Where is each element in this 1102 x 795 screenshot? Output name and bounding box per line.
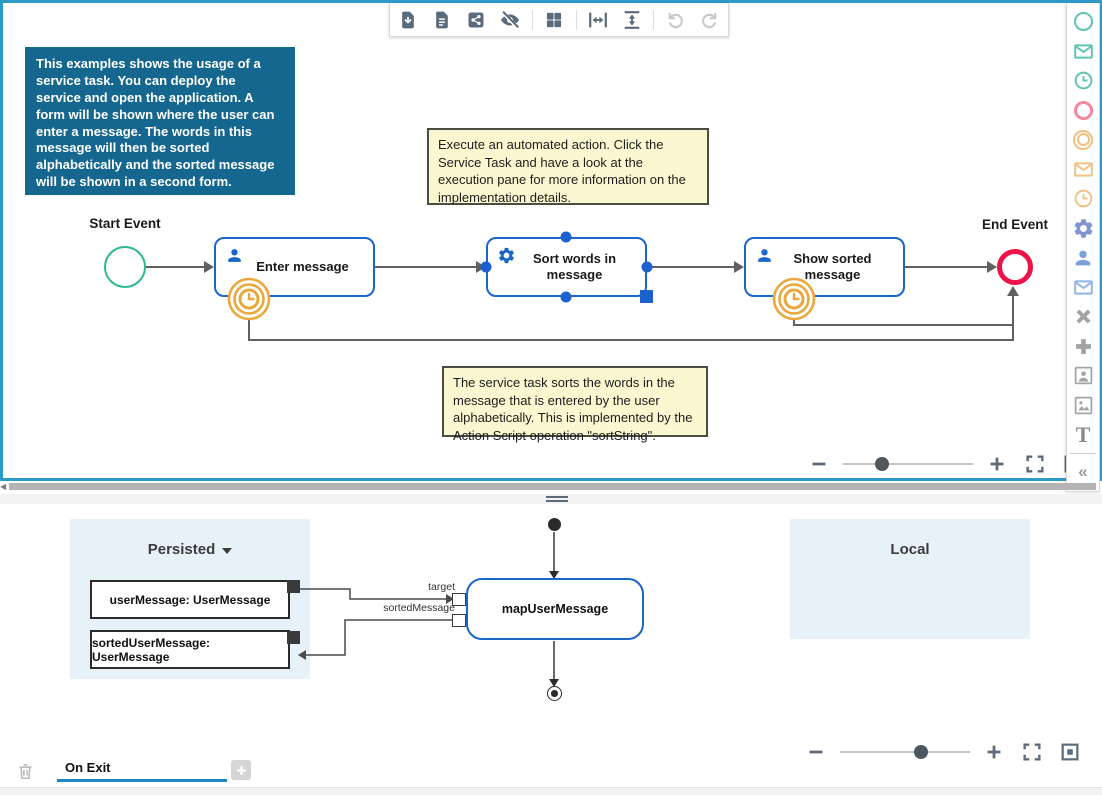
end-event-label: End Event [981, 217, 1048, 232]
zoom-slider[interactable] [843, 457, 973, 471]
end-event[interactable] [997, 249, 1033, 285]
note-sortstring-text: The service task sorts the words in the … [453, 375, 693, 443]
fit-height-icon[interactable] [619, 7, 644, 33]
map-node-label: mapUserMessage [501, 602, 609, 616]
usermessage-out-port[interactable] [287, 580, 300, 593]
persisted-title: Persisted [147, 541, 216, 558]
message-start-event-icon[interactable] [1068, 37, 1098, 67]
image-annotation-icon[interactable] [1068, 391, 1098, 421]
user-task-palette-icon[interactable] [1068, 243, 1098, 273]
process-editor-canvas[interactable]: This examples shows the usage of a servi… [0, 0, 1102, 492]
toolbar-separator [653, 9, 655, 30]
note-service-task[interactable]: Execute an automated action. Click the S… [427, 128, 709, 205]
task-label: Enter message [256, 258, 349, 274]
variable-usermessage[interactable]: userMessage: UserMessage [90, 580, 290, 619]
connection-label-target: target [428, 581, 455, 593]
text-annotation-icon[interactable]: T [1075, 421, 1091, 447]
zoom-slider-thumb[interactable] [875, 457, 889, 471]
toolbar-separator [575, 9, 577, 30]
send-task-palette-icon[interactable] [1068, 273, 1098, 303]
connection-label-sortedmessage: sortedMessage [383, 602, 455, 614]
service-task-palette-icon[interactable] [1068, 214, 1098, 244]
timer-intermediate-event-icon[interactable] [1068, 184, 1098, 214]
zoom-controls-bottom [802, 739, 1084, 765]
add-tab-button[interactable] [231, 760, 251, 780]
zoom-controls-top [805, 451, 1087, 477]
zoom-out-icon[interactable] [805, 451, 833, 477]
task-show-sorted[interactable]: Show sorted message [744, 237, 905, 297]
task-enter-message[interactable]: Enter message [214, 237, 375, 297]
message-intermediate-event-icon[interactable] [1068, 155, 1098, 185]
sortedusermessage-out-port[interactable] [287, 631, 300, 644]
status-strip [0, 787, 1102, 795]
start-event[interactable] [104, 246, 146, 288]
download-icon[interactable] [396, 7, 421, 33]
active-tab-underline [57, 779, 227, 782]
zoom-in-icon[interactable] [983, 451, 1011, 477]
start-event-palette-icon[interactable] [1068, 7, 1098, 37]
timer-start-event-icon[interactable] [1068, 66, 1098, 96]
task-label: Sort words in message [532, 250, 617, 282]
intermediate-event-icon[interactable] [1068, 125, 1098, 155]
chevron-down-icon [222, 548, 233, 554]
info-annotation[interactable]: This examples shows the usage of a servi… [25, 47, 295, 195]
zoom-in-icon[interactable] [980, 739, 1008, 765]
fit-screen-icon[interactable] [1021, 451, 1049, 477]
service-task-icon [497, 246, 516, 269]
info-annotation-text: This examples shows the usage of a servi… [36, 56, 275, 190]
end-event-palette-icon[interactable] [1068, 96, 1098, 126]
tab-on-exit[interactable]: On Exit [65, 760, 111, 775]
target-in-port[interactable] [452, 593, 466, 606]
map-usermessage-node[interactable]: mapUserMessage [466, 578, 644, 640]
element-palette: T « [1066, 3, 1100, 492]
panel-divider [0, 494, 1102, 504]
user-task-icon [225, 246, 244, 269]
local-panel [790, 519, 1030, 639]
user-dialog-icon[interactable] [1068, 361, 1098, 391]
sortedmessage-in-port[interactable] [452, 614, 466, 627]
hscroll-left-arrow[interactable]: ◀ [0, 482, 7, 491]
center-view-icon[interactable] [1056, 739, 1084, 765]
hscroll-thumb[interactable] [9, 483, 1096, 490]
task-sort-words[interactable]: Sort words in message [486, 237, 647, 297]
plus-gateway-icon[interactable] [1068, 332, 1098, 362]
persisted-dropdown[interactable]: Persisted [70, 541, 310, 558]
variable-sortedusermessage[interactable]: sortedUserMessage: UserMessage [90, 630, 290, 669]
toolbar-separator [531, 9, 533, 30]
variable-label: sortedUserMessage: UserMessage [92, 635, 211, 664]
redo-icon[interactable] [697, 7, 722, 33]
undo-icon[interactable] [663, 7, 688, 33]
panel-divider-handle[interactable] [546, 496, 568, 502]
share-icon[interactable] [464, 7, 489, 33]
diagram-toolbar [389, 3, 729, 37]
fit-screen-icon[interactable] [1018, 739, 1046, 765]
data-mapping-editor[interactable]: Persisted userMessage: UserMessage sorte… [0, 504, 1102, 795]
task-label: Show sorted message [793, 250, 872, 282]
final-state[interactable] [547, 686, 562, 701]
zoom-out-icon[interactable] [802, 739, 830, 765]
initial-state[interactable] [548, 518, 561, 531]
hide-annotations-icon[interactable] [498, 7, 523, 33]
collapse-palette-icon[interactable]: « [1078, 461, 1088, 481]
fit-width-icon[interactable] [585, 7, 610, 33]
note-sortstring[interactable]: The service task sorts the words in the … [442, 366, 708, 443]
user-task-icon [755, 246, 774, 269]
local-title: Local [890, 541, 930, 558]
zoom-slider[interactable] [840, 745, 970, 759]
note-service-task-text: Execute an automated action. Click the S… [438, 137, 686, 205]
grid-layout-icon[interactable] [542, 7, 567, 33]
x-gateway-icon[interactable] [1068, 302, 1098, 332]
zoom-slider-thumb[interactable] [913, 745, 928, 759]
delete-tab-icon[interactable] [14, 760, 36, 782]
palette-divider [1070, 452, 1096, 454]
start-event-label: Start Event [89, 216, 161, 231]
variable-label: userMessage: UserMessage [109, 592, 271, 607]
document-icon[interactable] [430, 7, 455, 33]
